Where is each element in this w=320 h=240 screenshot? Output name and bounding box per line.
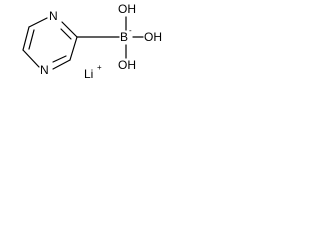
hydroxyl-bottom: OH xyxy=(118,58,136,72)
ring-bond-c3-n4 xyxy=(52,59,71,70)
ring-bond-n1-c2 xyxy=(61,21,78,38)
hydroxyl-right: OH xyxy=(144,30,162,44)
pyrazine-ring xyxy=(22,17,78,70)
lithium-positive-charge: + xyxy=(97,63,102,72)
ring-bond-c2-c3 xyxy=(69,36,78,61)
ring-double-bond-c3-n4 xyxy=(52,55,67,63)
ring-bond-c5-c6 xyxy=(22,26,30,51)
ring-bond-n4-c5 xyxy=(22,49,40,68)
ring-double-bond-n1-c2 xyxy=(60,28,72,40)
lithium-pyrazinyl-trihydroxyborate-structure: N N B - OH OH OH Li + xyxy=(22,2,162,81)
ring-bond-c6-n1 xyxy=(28,17,48,28)
boron-atom: B xyxy=(120,30,128,44)
hydroxyl-top: OH xyxy=(118,2,136,16)
ring-nitrogen-bottom: N xyxy=(40,63,49,77)
boron-negative-charge: - xyxy=(129,26,132,35)
lithium-counterion: Li xyxy=(84,67,93,81)
ring-double-bond-c5-c6 xyxy=(28,29,35,50)
ring-nitrogen-top: N xyxy=(49,9,58,23)
